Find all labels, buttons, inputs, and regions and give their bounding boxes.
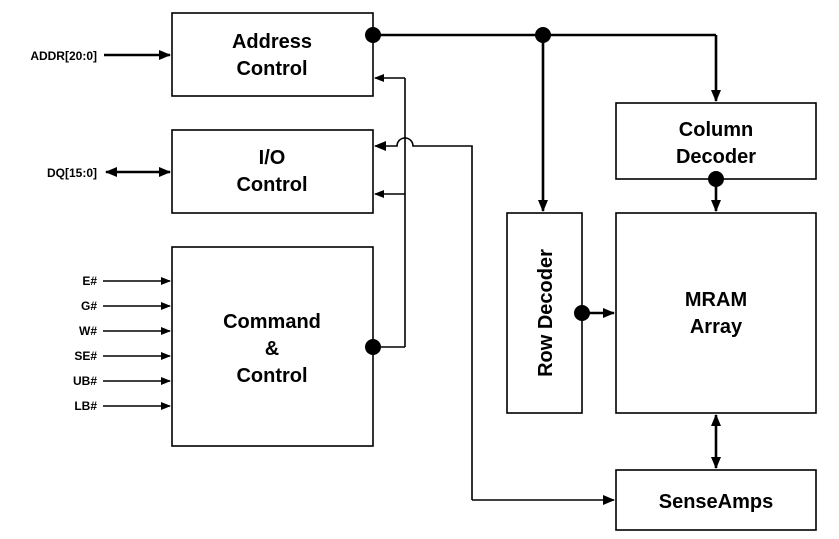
column-decoder-label-1: Column (679, 119, 753, 141)
row-decoder-out-node (574, 305, 590, 321)
control-signal-w: W# (79, 324, 97, 338)
column-decoder-label-2: Decoder (676, 146, 756, 168)
io-control-block: I/O Control (171, 129, 374, 214)
addr-input: ADDR[20:0] (30, 49, 171, 63)
address-control-label-1: Address (232, 31, 312, 53)
mram-array-label-1: MRAM (685, 289, 747, 311)
command-control-label-3: Control (236, 365, 307, 387)
command-feedback-wires (365, 74, 406, 355)
mram-array-block: MRAM Array (615, 212, 817, 414)
dq-bidirectional: DQ[15:0] (47, 166, 171, 180)
io-control-label-1: I/O (259, 147, 286, 169)
command-out-node (365, 339, 381, 355)
control-signal-se: SE# (74, 349, 97, 363)
control-signal-g: G# (81, 299, 97, 313)
io-control-label-2: Control (236, 174, 307, 196)
column-decoder-block: Column Decoder (615, 102, 817, 180)
mram-array-label-2: Array (690, 316, 743, 338)
control-signal-lb: LB# (74, 399, 97, 413)
column-to-array-link (708, 171, 724, 212)
command-control-label-1: Command (223, 311, 321, 333)
address-control-block: Address Control (171, 12, 374, 97)
address-bus (365, 27, 721, 212)
row-decoder-block: Row Decoder (506, 212, 583, 414)
control-inputs: E# G# W# SE# UB# LB# (73, 274, 171, 413)
sense-amps-label: SenseAmps (659, 491, 774, 513)
address-control-label-2: Control (236, 58, 307, 80)
row-to-array-link (574, 305, 615, 321)
addr-signal-label: ADDR[20:0] (30, 49, 97, 63)
io-data-path (374, 137, 615, 505)
row-decoder-label: Row Decoder (535, 249, 557, 377)
address-out-node (365, 27, 381, 43)
dq-signal-label: DQ[15:0] (47, 166, 97, 180)
command-control-label-2: & (265, 338, 279, 360)
column-decoder-out-node (708, 171, 724, 187)
control-signal-e: E# (82, 274, 97, 288)
address-branch-node (535, 27, 551, 43)
sense-amps-block: SenseAmps (615, 469, 817, 531)
command-control-block: Command & Control (171, 246, 374, 447)
control-signal-ub: UB# (73, 374, 97, 388)
